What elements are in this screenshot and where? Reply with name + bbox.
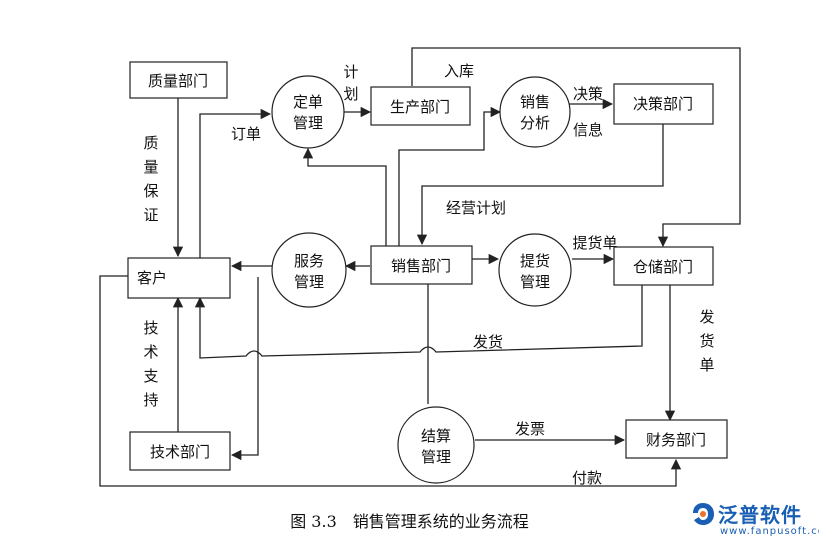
- svg-text:服务管理: 服务管理: [294, 252, 324, 291]
- flow-customer-to-order: [199, 108, 272, 258]
- flow-sales-to-order: [302, 147, 387, 246]
- flow-sales-to-analysis: [398, 106, 502, 246]
- brand-url: www.fanpusoft.com: [720, 526, 819, 537]
- label-warehousing: 入库: [444, 62, 474, 80]
- svg-text:财务部门: 财务部门: [646, 431, 706, 449]
- node-sales-dept: 销售部门: [370, 245, 473, 285]
- node-production-dept: 生产部门: [370, 86, 471, 126]
- svg-text:销售分析: 销售分析: [520, 93, 550, 132]
- flow-customer-to-finance: [99, 275, 682, 487]
- label-invoice: 发票: [515, 420, 545, 438]
- label-decision-info: 决策信息: [573, 85, 603, 139]
- flow-diagram: 质量部门 客户 技术部门 生产部门 决策部门 销售部门 仓储部门 财务部门 定单…: [99, 47, 741, 487]
- label-payment: 付款: [572, 469, 602, 487]
- label-quality-assurance: 质量保证: [143, 134, 158, 224]
- label-shipping-order: 发货单: [699, 308, 714, 374]
- brand-name: 泛普软件: [718, 503, 802, 527]
- node-service-mgmt: 服务管理: [271, 232, 347, 308]
- node-sales-analysis: 销售分析: [499, 76, 571, 148]
- svg-text:客户: 客户: [137, 269, 167, 287]
- svg-text:质量部门: 质量部门: [148, 72, 208, 90]
- flow-service-to-tech: [230, 277, 259, 461]
- node-tech-dept: 技术部门: [129, 431, 231, 471]
- label-delivery-note: 提货单: [572, 234, 617, 252]
- flow-decision-to-sales: [416, 124, 664, 246]
- svg-text:结算管理: 结算管理: [421, 427, 451, 466]
- node-customer: 客户: [127, 257, 231, 299]
- label-plan: 计划: [343, 63, 358, 103]
- node-order-mgmt: 定单管理: [271, 75, 345, 149]
- svg-text:仓储部门: 仓储部门: [633, 258, 693, 276]
- label-tech-support: 技术支持: [143, 319, 158, 409]
- node-warehouse-dept: 仓储部门: [613, 246, 714, 286]
- node-quality-dept: 质量部门: [129, 61, 228, 99]
- flow-production-to-warehouse: [411, 47, 741, 248]
- node-finance-dept: 财务部门: [625, 419, 728, 459]
- svg-text:定单管理: 定单管理: [293, 93, 323, 132]
- node-pickup-mgmt: 提货管理: [498, 233, 572, 307]
- svg-text:技术部门: 技术部门: [150, 443, 210, 461]
- label-order: 订单: [231, 125, 261, 143]
- svg-text:提货管理: 提货管理: [520, 252, 550, 291]
- label-shipping: 发货: [473, 333, 503, 351]
- brand-logo: 泛普软件 www.fanpusoft.com: [690, 497, 819, 543]
- fanpu-logo-icon: [693, 503, 714, 525]
- svg-text:销售部门: 销售部门: [391, 257, 451, 275]
- label-business-plan: 经营计划: [446, 199, 506, 217]
- svg-text:决策部门: 决策部门: [633, 95, 693, 113]
- flow-warehouse-to-customer: [194, 284, 643, 359]
- svg-text:生产部门: 生产部门: [390, 98, 450, 116]
- node-decision-dept: 决策部门: [613, 83, 714, 125]
- figure-caption: 图 3.3 销售管理系统的业务流程: [290, 512, 529, 531]
- node-settlement-mgmt: 结算管理: [397, 406, 475, 484]
